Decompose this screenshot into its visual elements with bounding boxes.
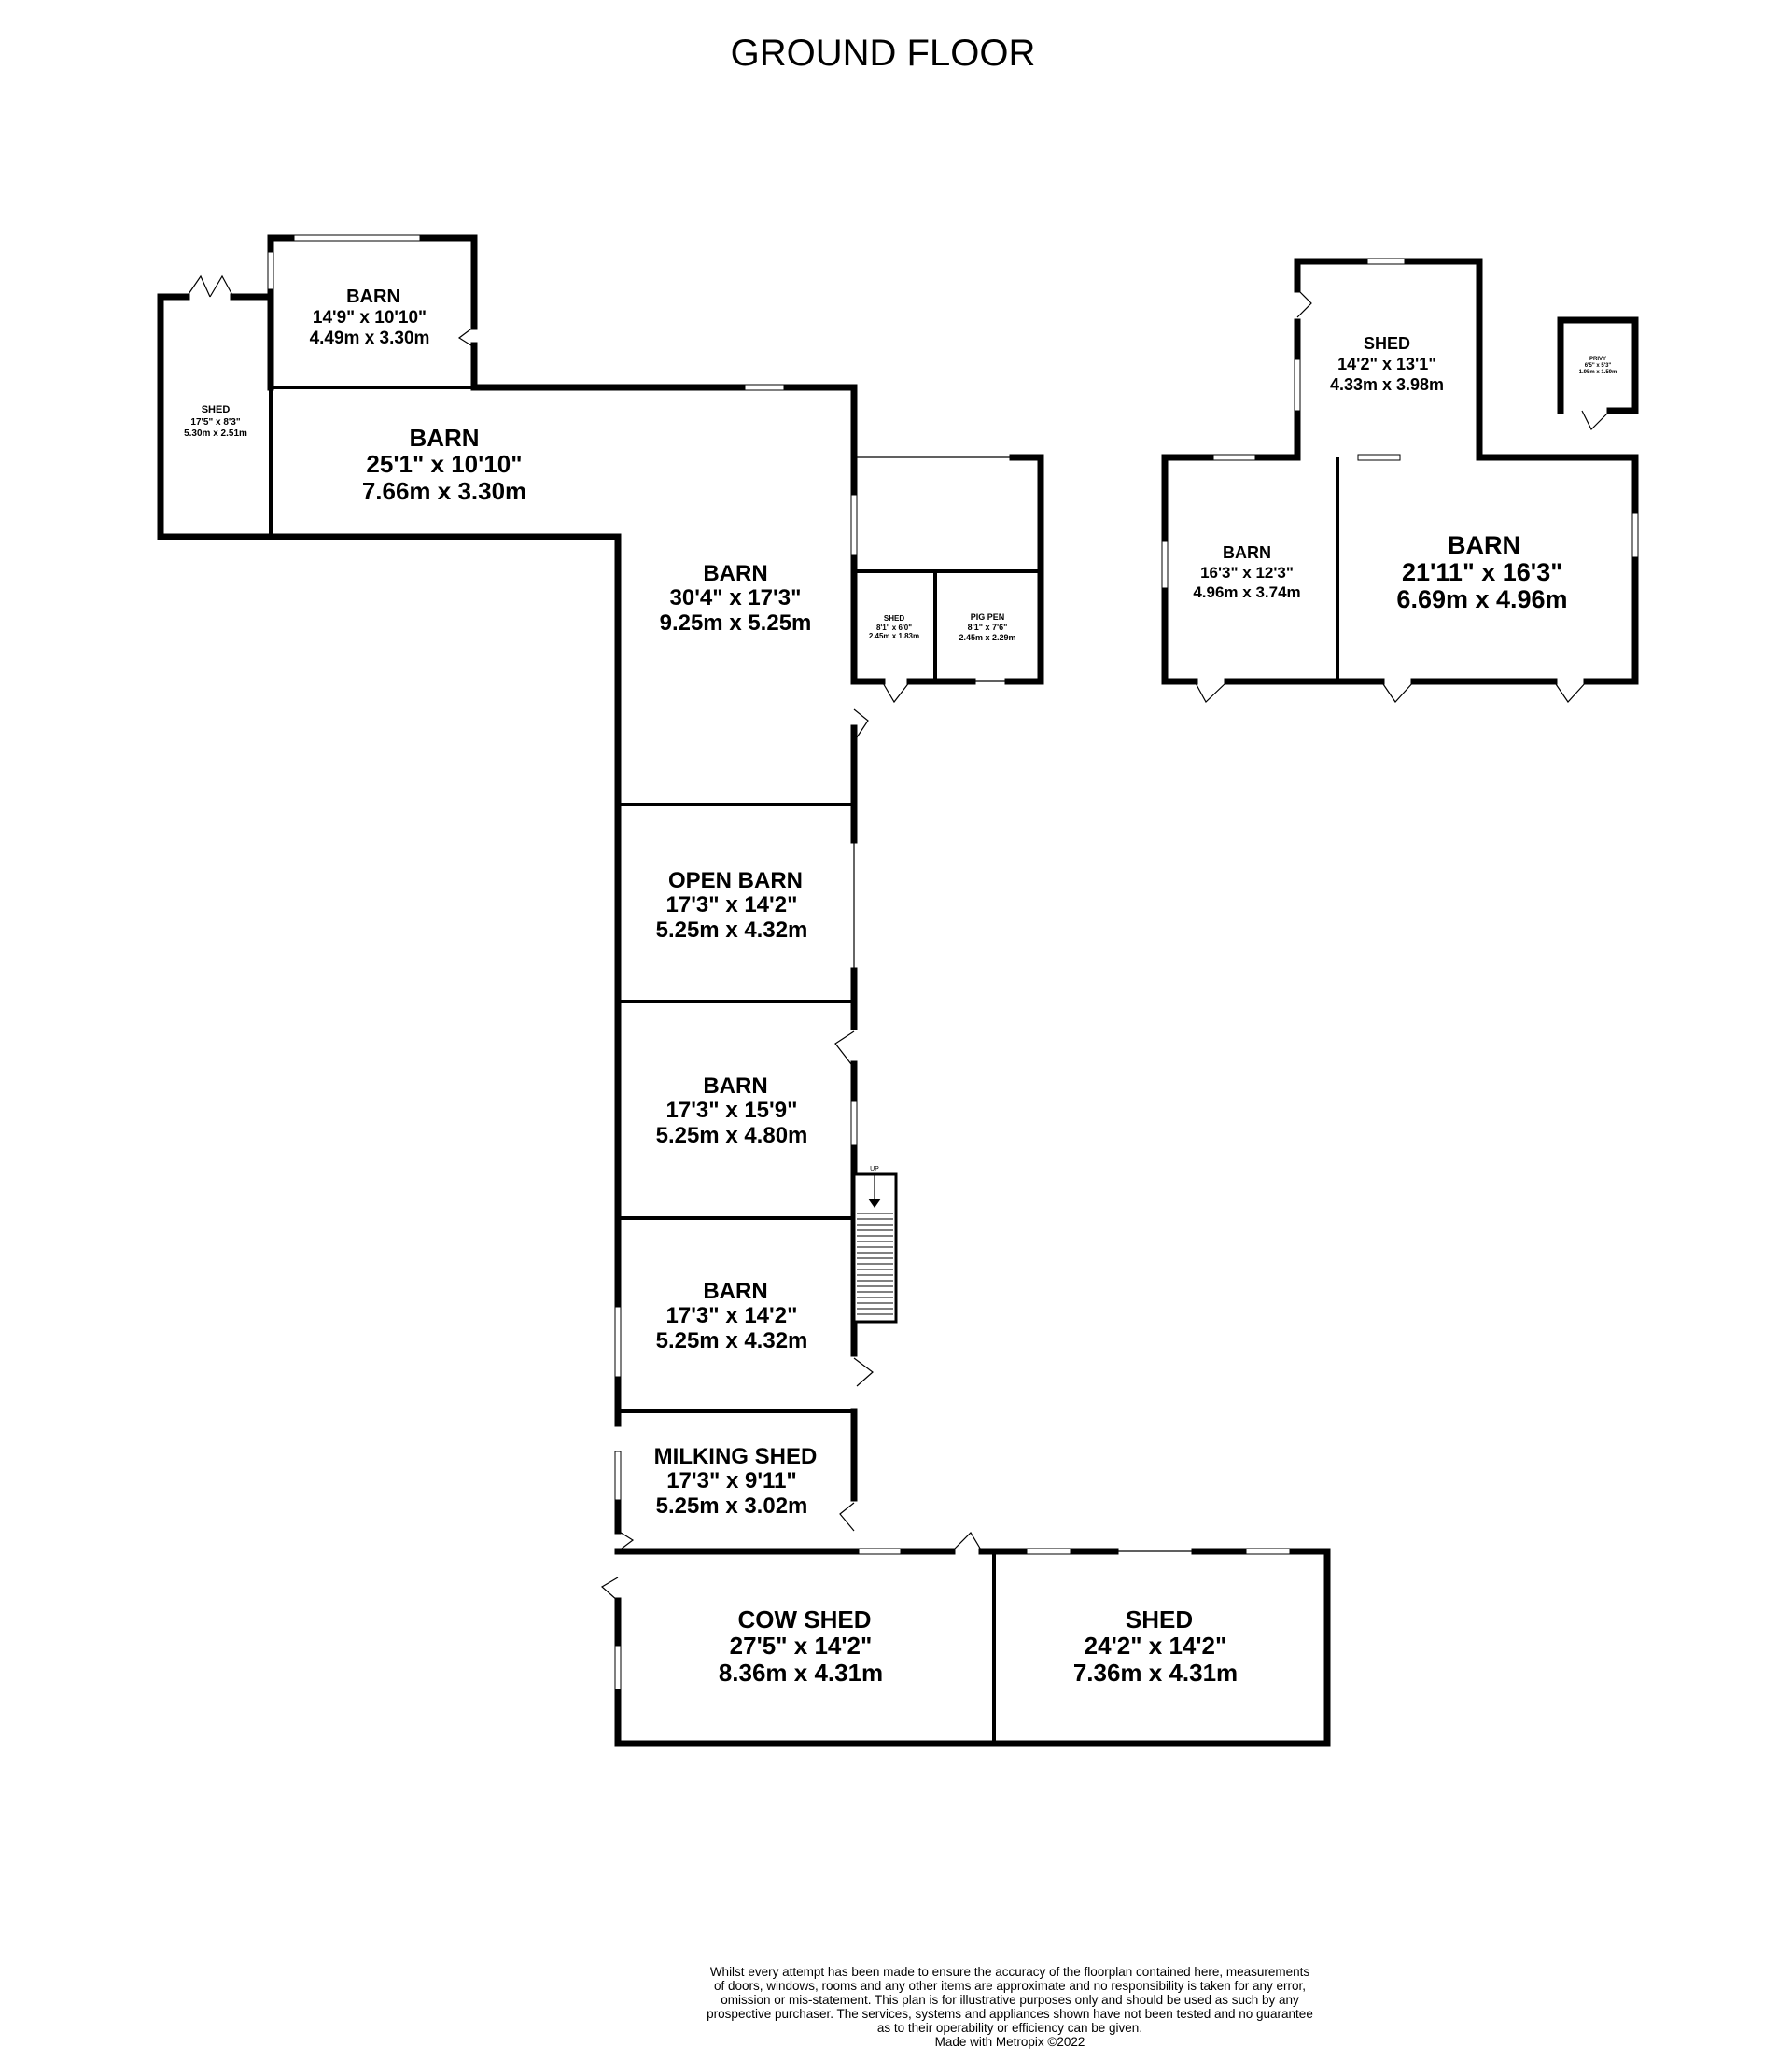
room-name: SHED <box>884 614 904 623</box>
room-size-metric: 8.36m x 4.31m <box>719 1659 883 1687</box>
room-barn-right-small: BARN 16'3" x 12'3" 4.96m x 3.74m <box>1193 543 1300 601</box>
disclaimer-line: prospective purchaser. The services, sys… <box>707 2007 1313 2021</box>
room-barn-mid: BARN 17'3" x 15'9" 5.25m x 4.80m <box>656 1073 808 1148</box>
room-size-imperial: 6'5" x 5'3" <box>1585 363 1612 369</box>
room-name: BARN <box>1448 531 1520 559</box>
room-size-metric: 4.96m x 3.74m <box>1193 583 1300 601</box>
room-size-metric: 5.25m x 4.80m <box>656 1123 808 1148</box>
disclaimer-credit: Made with Metropix ©2022 <box>935 2035 1085 2049</box>
room-size-metric: 4.49m x 3.30m <box>310 329 430 348</box>
room-name: PRIVY <box>1589 357 1606 362</box>
room-size-metric: 6.69m x 4.96m <box>1396 585 1567 613</box>
room-size-imperial: 8'1" x 7'6" <box>968 623 1008 632</box>
room-size-metric: 5.30m x 2.51m <box>184 428 247 439</box>
room-shed-bottom: SHED 24'2" x 14'2" 7.36m x 4.31m <box>1073 1605 1238 1687</box>
room-size-imperial: 8'1" x 6'0" <box>876 624 912 632</box>
room-name: BARN <box>703 1279 767 1304</box>
room-open-barn: OPEN BARN 17'3" x 14'2" 5.25m x 4.32m <box>656 868 808 943</box>
room-name: MILKING SHED <box>654 1444 818 1469</box>
disclaimer: Whilst every attempt has been made to en… <box>707 1965 1313 2049</box>
room-size-imperial: 17'3" x 9'11" <box>666 1468 797 1493</box>
bottom-wing-walls <box>600 1532 1331 1747</box>
room-shed-small: SHED 8'1" x 6'0" 2.45m x 1.83m <box>869 614 919 640</box>
room-size-imperial: 17'3" x 14'2" <box>666 1303 798 1328</box>
room-milking-shed: MILKING SHED 17'3" x 9'11" 5.25m x 3.02m <box>654 1444 818 1519</box>
room-name: PIG PEN <box>971 612 1005 622</box>
room-name: SHED <box>1364 334 1410 353</box>
room-size-imperial: 25'1" x 10'10" <box>366 450 522 478</box>
room-name: COW SHED <box>738 1605 872 1633</box>
main-spine-walls <box>614 384 874 1552</box>
stairs-up-label: UP <box>870 1166 879 1172</box>
room-size-imperial: 30'4" x 17'3" <box>670 585 802 610</box>
room-shed-far-left: SHED 17'5" x 8'3" 5.30m x 2.51m <box>184 404 247 439</box>
room-size-imperial: 17'3" x 15'9" <box>666 1098 798 1123</box>
room-size-imperial: 14'9" x 10'10" <box>313 308 427 328</box>
room-size-metric: 5.25m x 4.32m <box>656 918 808 943</box>
room-size-imperial: 17'5" x 8'3" <box>190 417 240 428</box>
room-cow-shed: COW SHED 27'5" x 14'2" 8.36m x 4.31m <box>719 1605 883 1687</box>
disclaimer-line: omission or mis-statement. This plan is … <box>721 1993 1299 2007</box>
room-size-metric: 9.25m x 5.25m <box>660 610 812 636</box>
room-size-metric: 2.45m x 2.29m <box>959 633 1015 642</box>
room-name: BARN <box>703 1073 767 1099</box>
room-barn-right-large: BARN 21'11" x 16'3" 6.69m x 4.96m <box>1396 531 1567 613</box>
room-privy: PRIVY 6'5" x 5'3" 1.95m x 1.59m <box>1579 357 1617 375</box>
room-size-metric: 7.66m x 3.30m <box>362 477 526 505</box>
room-size-metric: 2.45m x 1.83m <box>869 632 919 640</box>
room-name: BARN <box>346 287 400 307</box>
room-size-imperial: 17'3" x 14'2" <box>666 892 798 918</box>
room-barn-lower: BARN 17'3" x 14'2" 5.25m x 4.32m <box>656 1279 808 1353</box>
room-name: BARN <box>409 424 479 452</box>
room-name: BARN <box>703 561 767 586</box>
room-name: BARN <box>1223 543 1271 562</box>
disclaimer-line: as to their operability or efficiency ca… <box>877 2021 1142 2035</box>
disclaimer-line: of doors, windows, rooms and any other i… <box>714 1979 1306 1993</box>
room-name: OPEN BARN <box>668 868 803 893</box>
room-barn-main: BARN 30'4" x 17'3" 9.25m x 5.25m <box>660 561 812 636</box>
room-name: SHED <box>1126 1605 1193 1633</box>
room-name: SHED <box>202 404 231 415</box>
room-size-metric: 5.25m x 3.02m <box>656 1493 808 1519</box>
disclaimer-line: Whilst every attempt has been made to en… <box>710 1965 1310 1979</box>
room-size-metric: 5.25m x 4.32m <box>656 1328 808 1353</box>
right-group-walls <box>1161 258 1639 703</box>
room-barn-left-long: BARN 25'1" x 10'10" 7.66m x 3.30m <box>362 424 526 505</box>
room-size-metric: 4.33m x 3.98m <box>1330 375 1444 394</box>
room-size-metric: 7.36m x 4.31m <box>1073 1659 1238 1687</box>
annex-walls <box>850 454 1044 704</box>
room-size-metric: 1.95m x 1.59m <box>1579 370 1617 375</box>
room-pig-pen: PIG PEN 8'1" x 7'6" 2.45m x 2.29m <box>959 612 1015 642</box>
staircase <box>852 1172 898 1324</box>
room-size-imperial: 14'2" x 13'1" <box>1337 355 1436 373</box>
left-wing-walls <box>157 234 858 540</box>
room-barn-top-left: BARN 14'9" x 10'10" 4.49m x 3.30m <box>310 287 430 348</box>
room-shed-right-top: SHED 14'2" x 13'1" 4.33m x 3.98m <box>1330 334 1444 394</box>
room-size-imperial: 24'2" x 14'2" <box>1085 1632 1227 1660</box>
floor-title: GROUND FLOOR <box>731 33 1036 74</box>
room-size-imperial: 21'11" x 16'3" <box>1402 558 1562 586</box>
room-size-imperial: 27'5" x 14'2" <box>730 1632 873 1660</box>
room-size-imperial: 16'3" x 12'3" <box>1200 564 1294 582</box>
